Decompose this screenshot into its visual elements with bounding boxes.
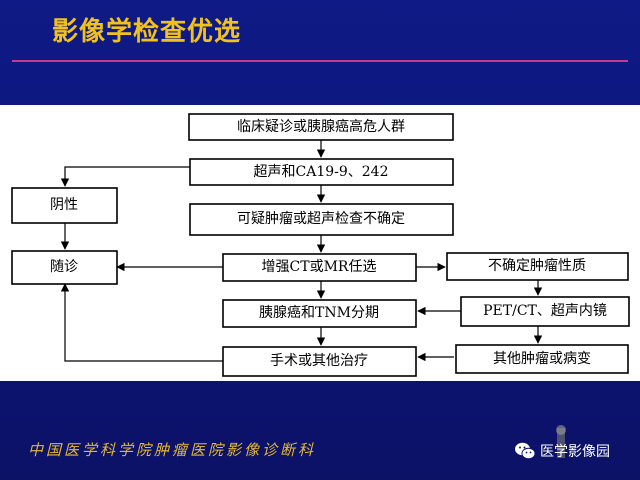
node-negative-label: 阴性 [50, 197, 78, 213]
node-tnm-staging-label: 胰腺癌和TNM分期 [259, 305, 379, 321]
node-pet-ct-eus: PET/CT、超声内镜 [460, 296, 630, 327]
node-tnm-staging: 胰腺癌和TNM分期 [222, 299, 417, 328]
node-pet-ct-eus-label: PET/CT、超声内镜 [483, 303, 607, 319]
footer-institution: 中国医学科学院肿瘤医院影像诊断科 [28, 441, 317, 459]
title-divider [12, 60, 628, 62]
node-follow-up: 随诊 [11, 250, 118, 285]
node-uncertain-nature: 不确定肿瘤性质 [446, 252, 629, 281]
node-clinical-suspicion: 临床疑诊或胰腺癌高危人群 [188, 113, 454, 141]
flowchart: 临床疑诊或胰腺癌高危人群 超声和CA19-9、242 阴性 可疑肿瘤或超声检查不… [11, 113, 630, 377]
arrow-surgery-to-followup [60, 283, 223, 362]
connectors [60, 140, 543, 362]
stamp-decoration-icon [556, 425, 566, 458]
node-suspicious: 可疑肿瘤或超声检查不确定 [189, 203, 454, 236]
node-negative: 阴性 [11, 187, 118, 224]
footer-watermark: 医学影像园 [514, 440, 610, 462]
node-other-lesion: 其他肿瘤或病变 [455, 344, 629, 374]
node-uncertain-nature-label: 不确定肿瘤性质 [488, 257, 586, 274]
node-clinical-suspicion-label: 临床疑诊或胰腺癌高危人群 [237, 118, 405, 135]
node-surgery: 手术或其他治疗 [222, 346, 417, 377]
wechat-logo-icon [515, 442, 536, 460]
node-surgery-label: 手术或其他治疗 [270, 353, 368, 369]
node-ultrasound-ca: 超声和CA19-9、242 [189, 158, 454, 186]
arrow-ultrasound-to-negative [60, 166, 190, 187]
node-ct-mr: 增强CT或MR任选 [222, 253, 417, 282]
slide-title: 影像学检查优选 [52, 17, 242, 47]
footer-watermark-label: 医学影像园 [540, 444, 610, 460]
node-ultrasound-ca-label: 超声和CA19-9、242 [254, 164, 389, 180]
node-other-lesion-label: 其他肿瘤或病变 [493, 350, 591, 367]
node-ct-mr-label: 增强CT或MR任选 [262, 259, 377, 275]
node-suspicious-label: 可疑肿瘤或超声检查不确定 [237, 210, 405, 227]
node-follow-up-label: 随诊 [50, 259, 78, 275]
